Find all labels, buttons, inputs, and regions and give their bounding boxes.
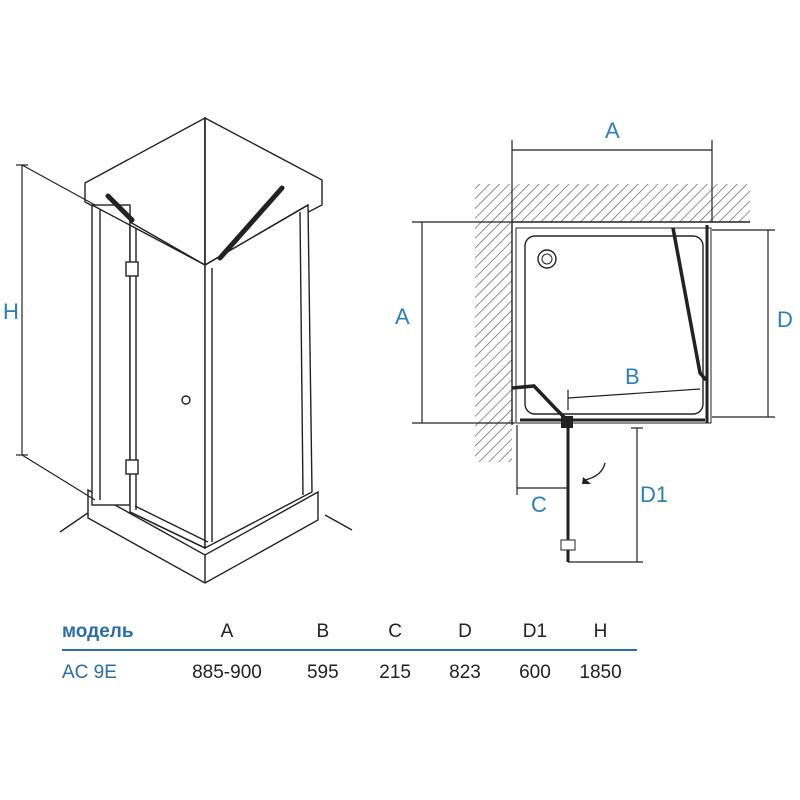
label-a-top: A — [605, 118, 620, 143]
hinged-door — [129, 220, 206, 550]
header-h: H — [593, 621, 608, 642]
dimension-d — [712, 229, 775, 418]
door-handle — [181, 395, 191, 405]
cell-c: 215 — [379, 662, 411, 683]
plan-bar-left — [511, 384, 567, 420]
door-swing-arrow — [584, 462, 606, 481]
cell-a: 885-900 — [192, 662, 262, 683]
label-d: D — [777, 307, 793, 332]
wall-hatch-top — [475, 184, 750, 222]
dimension-a-left — [412, 221, 515, 424]
dimension-h — [16, 164, 96, 501]
dimension-a-top — [511, 140, 713, 222]
label-d1: D1 — [640, 482, 668, 507]
wall-hatch-left — [475, 184, 512, 462]
cell-d1: 600 — [519, 662, 551, 683]
dimension-c — [516, 425, 568, 495]
dimension-b — [567, 388, 701, 410]
shower-tray-plan — [524, 235, 704, 415]
cell-model: AC 9E — [62, 662, 117, 683]
header-b: B — [316, 621, 330, 642]
label-c: C — [531, 492, 547, 517]
plan-view — [475, 184, 750, 562]
label-a-left: A — [395, 304, 410, 329]
floor-line-right — [324, 514, 353, 531]
stabilizer-bar-right — [217, 185, 285, 261]
header-d1: D1 — [522, 621, 548, 642]
stabilizer-bar-left — [105, 193, 135, 223]
header-model: модель — [62, 621, 134, 642]
label-b: B — [625, 364, 640, 389]
drain-icon — [537, 249, 557, 269]
table-header-row: модель A B C D D1 H — [62, 615, 637, 650]
hinge-top — [125, 261, 139, 277]
spec-table: модель A B C D D1 H AC 9E 885-900 595 21… — [62, 615, 637, 695]
perspective-view — [59, 116, 353, 584]
header-a: A — [220, 621, 234, 642]
table-row: AC 9E 885-900 595 215 823 600 1850 — [62, 650, 637, 695]
header-d: D — [458, 621, 472, 642]
hinge-block-plan — [561, 416, 573, 428]
cell-d: 823 — [449, 662, 481, 683]
left-glass-panel — [91, 204, 131, 506]
header-c: C — [388, 621, 402, 642]
dimension-d1 — [568, 427, 643, 563]
cell-h: 1850 — [579, 662, 622, 683]
hinge-bottom — [125, 459, 139, 475]
cell-b: 595 — [306, 662, 339, 683]
label-h: H — [3, 299, 19, 324]
plan-bar-right — [671, 227, 708, 382]
